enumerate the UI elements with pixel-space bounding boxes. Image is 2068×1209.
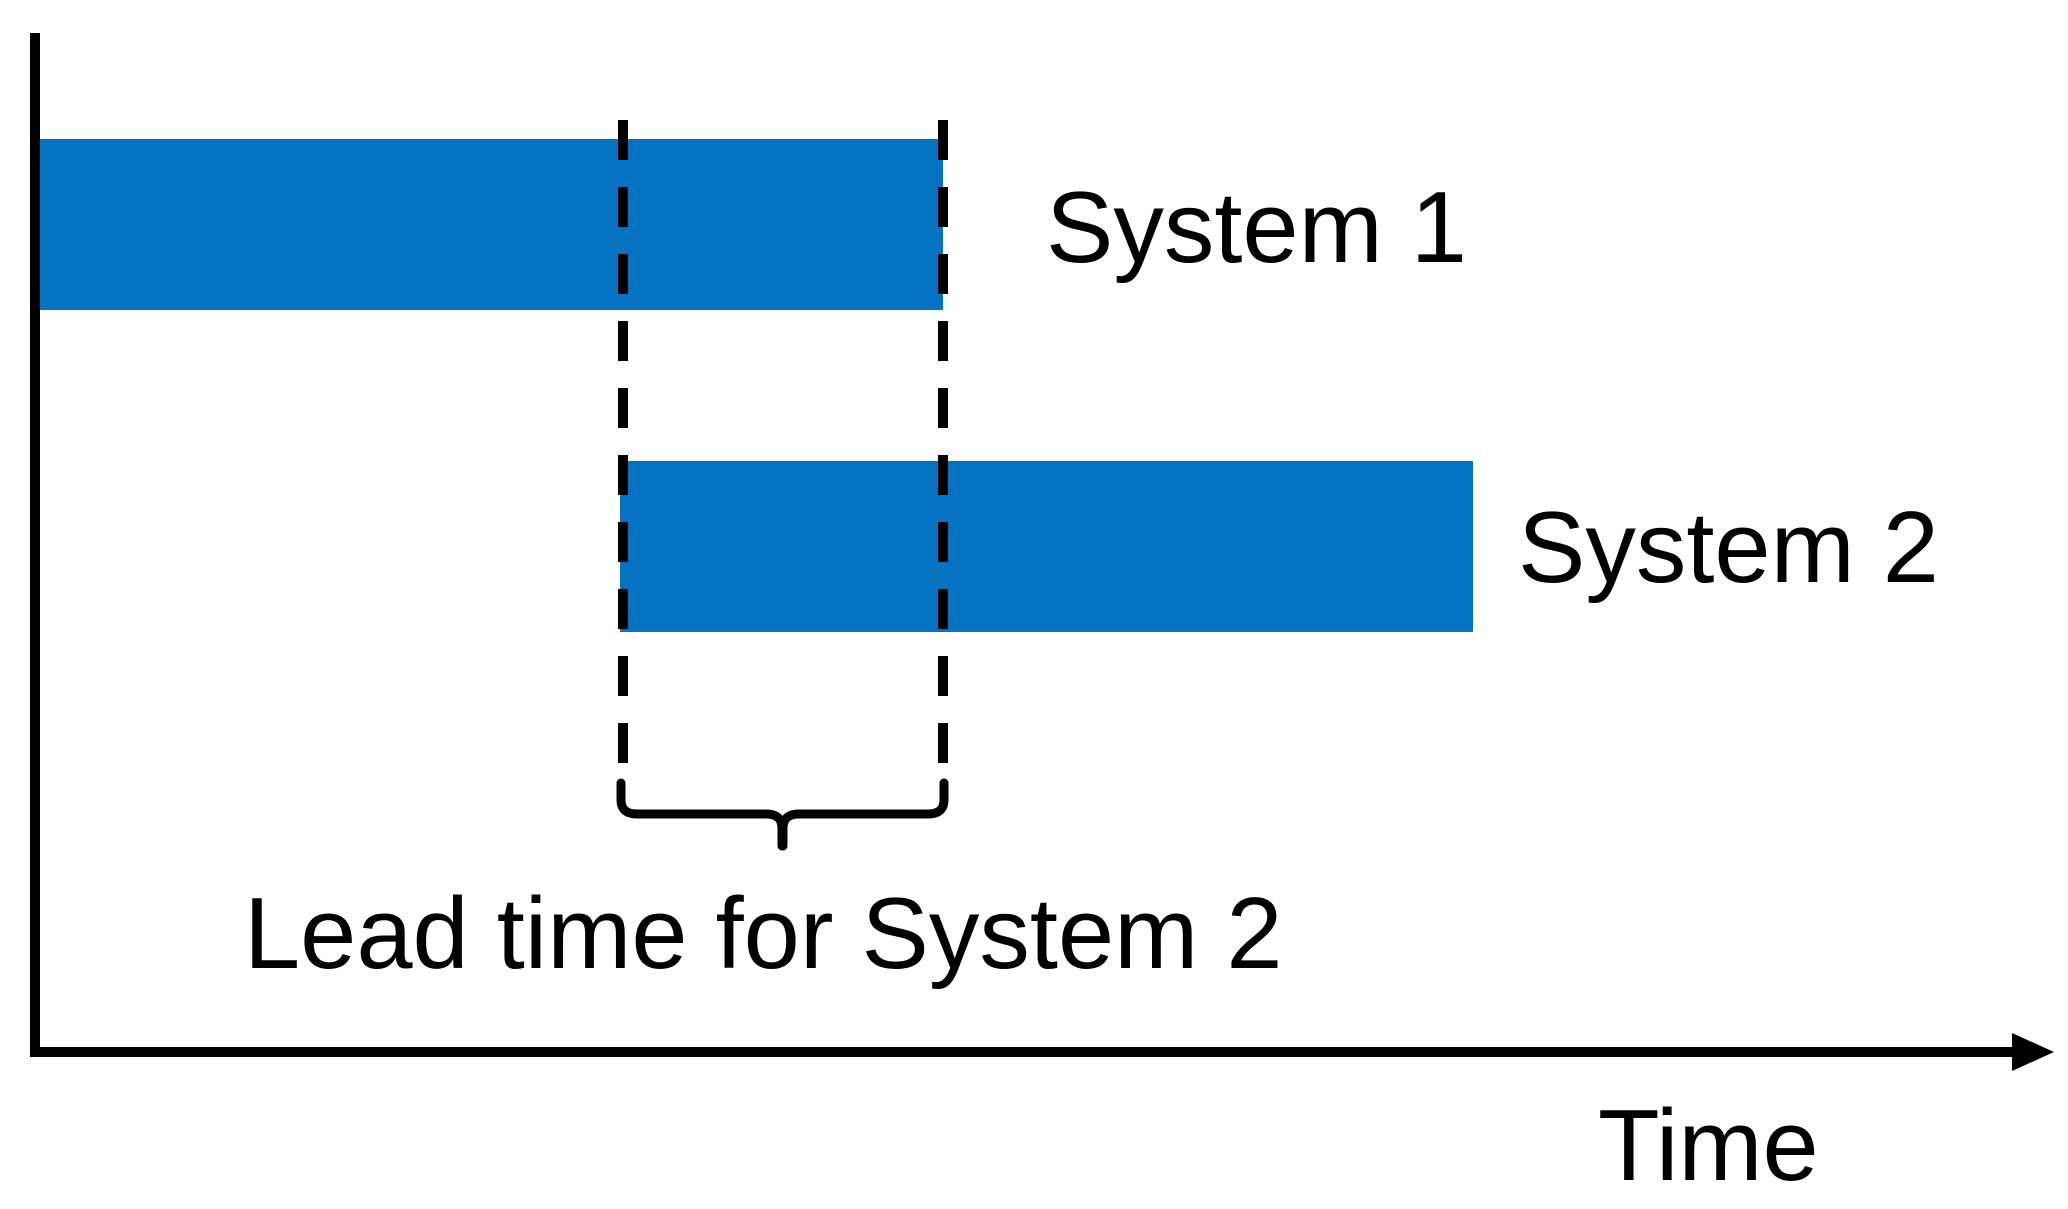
bar-system-1 — [40, 139, 943, 310]
x-axis-arrowhead-icon — [2012, 1033, 2054, 1071]
bar-label-system-2: System 2 — [1518, 492, 1939, 604]
bar-system-2 — [620, 461, 1473, 632]
x-axis-label-time: Time — [1598, 1090, 1819, 1202]
lead-time-brace-icon — [616, 778, 949, 851]
bar-label-system-1: System 1 — [1046, 172, 1467, 284]
lead-time-caption: Lead time for System 2 — [244, 878, 1283, 990]
